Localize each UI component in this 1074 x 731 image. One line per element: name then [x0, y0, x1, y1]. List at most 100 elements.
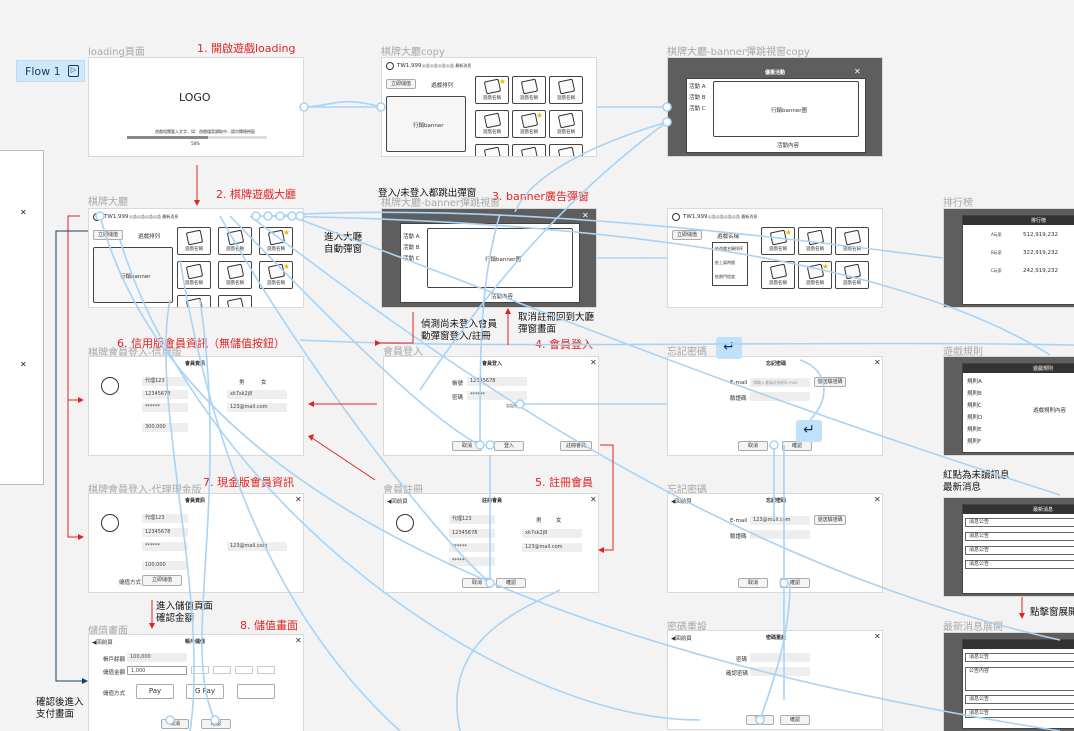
line-id-input[interactable]: xk7sk2j8 — [522, 529, 582, 538]
phone-input[interactable]: 12345678 — [449, 529, 495, 538]
tab-activity-a[interactable]: 活動 A — [403, 234, 420, 240]
close-icon[interactable]: ✕ — [295, 636, 302, 645]
game-tile[interactable]: 遊戲名稱 — [835, 227, 869, 255]
rule-item[interactable]: 規則F — [967, 439, 982, 445]
sort-dropdown[interactable]: 遊戲名稱 — [717, 234, 740, 240]
close-icon[interactable]: ✕ — [854, 67, 861, 76]
game-tile[interactable]: 遊戲名稱★ — [475, 76, 509, 104]
banner-box[interactable]: 行銷banner — [386, 96, 466, 152]
send-code-button[interactable]: 發送驗證碼 — [814, 515, 846, 525]
news-item[interactable]: 消息公告 — [965, 709, 1074, 718]
amount-preset[interactable] — [235, 666, 253, 674]
gender-male[interactable]: 男 — [536, 518, 542, 524]
game-tile[interactable] — [549, 144, 583, 156]
game-tile[interactable]: 遊戲名稱 — [549, 110, 583, 138]
close-icon[interactable]: ✕ — [590, 495, 597, 504]
game-tile[interactable] — [177, 295, 211, 307]
back-link[interactable]: ◀回前頁 — [387, 499, 408, 505]
game-tile[interactable]: 遊戲名稱 — [549, 76, 583, 104]
back-link[interactable]: ◀回前頁 — [671, 499, 692, 505]
banner-box[interactable]: 行銷banner — [93, 247, 173, 303]
sort-option[interactable]: 依上架時間 — [715, 260, 735, 265]
close-icon[interactable]: ✕ — [874, 632, 881, 641]
game-tile[interactable]: 遊戲名稱 — [218, 261, 252, 289]
game-tile[interactable]: 遊戲名稱 — [177, 261, 211, 289]
password-input[interactable]: ****** — [467, 391, 527, 400]
close-icon[interactable]: ✕ — [295, 495, 302, 504]
account-input[interactable]: 12345678 — [467, 377, 527, 386]
game-tile[interactable]: 遊戲名稱★ — [512, 110, 546, 138]
password-input[interactable]: ****** — [449, 543, 495, 552]
topup-button[interactable]: 立即儲值 — [386, 79, 416, 89]
flow-badge[interactable]: Flow 1 ▷ — [16, 60, 85, 82]
close-icon[interactable]: ✕ — [874, 495, 881, 504]
cancel-button[interactable]: 取消 — [161, 719, 189, 729]
game-tile[interactable]: 遊戲名稱 — [761, 261, 795, 289]
forgot-password-link[interactable]: 忘記密碼 — [506, 403, 522, 408]
news-item[interactable]: 消息公告 — [965, 518, 1074, 527]
topup-button[interactable]: 立即儲值 — [672, 230, 702, 240]
confirm-password-input[interactable] — [750, 667, 810, 676]
ranking-header: 排行榜 — [1031, 218, 1047, 224]
back-arrow-button[interactable]: ↵ — [796, 420, 822, 442]
game-tile[interactable]: 遊戲名稱 — [475, 110, 509, 138]
account-input[interactable]: 代理123 — [449, 515, 495, 524]
cancel-button[interactable]: 取消 — [738, 441, 768, 451]
sort-dropdown[interactable]: 遊戲排列 — [431, 83, 454, 89]
amount-preset[interactable] — [191, 666, 209, 674]
email-input[interactable]: 請輸入會員註冊的E-mail — [750, 378, 810, 387]
confirm-password-input[interactable]: ****** — [449, 557, 495, 566]
close-icon[interactable]: ✕ — [590, 358, 597, 367]
rule-item[interactable]: 規則D — [967, 415, 983, 421]
send-code-button[interactable]: 發送驗證碼 — [814, 377, 846, 387]
rule-item[interactable]: 規則B — [967, 391, 982, 397]
code-input[interactable] — [750, 392, 810, 401]
rule-item[interactable]: 規則C — [967, 403, 982, 409]
news-item[interactable]: 消息公告 — [965, 560, 1074, 569]
topup-button[interactable]: 立即儲值 — [142, 575, 182, 586]
game-tile[interactable]: 遊戲名稱★ — [259, 227, 293, 255]
apple-pay-button[interactable]: Pay — [136, 684, 174, 699]
back-link[interactable]: ◀回前頁 — [92, 640, 113, 646]
email-input[interactable]: 123@mail.com — [522, 543, 582, 552]
gender-female[interactable]: 女 — [261, 380, 267, 386]
gender-male[interactable]: 男 — [239, 380, 245, 386]
tab-activity-a[interactable]: 活動 A — [689, 84, 706, 90]
game-tile[interactable]: 遊戲名稱★ — [761, 227, 795, 255]
game-tile[interactable] — [218, 295, 252, 307]
game-tile[interactable] — [512, 144, 546, 156]
news-item[interactable]: 消息公告 — [965, 546, 1074, 555]
tab-activity-c[interactable]: 活動 C — [689, 106, 706, 112]
sort-option[interactable]: 依熱門程度 — [715, 274, 735, 279]
rule-item[interactable]: 規則E — [967, 427, 982, 433]
sort-option[interactable]: 依遊戲名稱排序 — [715, 246, 743, 251]
game-tile[interactable]: 遊戲名稱 — [512, 76, 546, 104]
back-link[interactable]: ◀回前頁 — [671, 636, 692, 642]
confirm-button[interactable]: 確認 — [780, 715, 810, 725]
close-icon[interactable]: ✕ — [582, 211, 589, 220]
amount-input[interactable]: 1,000 — [127, 666, 187, 675]
sort-dropdown[interactable]: 遊戲排列 — [138, 234, 161, 240]
other-pay-button[interactable] — [237, 684, 275, 699]
game-tile[interactable] — [475, 144, 509, 156]
user-id: TW1,999 — [104, 214, 129, 220]
news-item[interactable]: 消息公告 — [965, 532, 1074, 541]
gender-female[interactable]: 女 — [556, 518, 562, 524]
rule-item[interactable]: 規則A — [967, 379, 982, 385]
tab-activity-c[interactable]: 活動 C — [403, 256, 420, 262]
cancel-button[interactable]: 取消 — [738, 578, 768, 588]
tab-activity-b[interactable]: 活動 B — [403, 245, 420, 251]
close-icon[interactable]: ✕ — [874, 358, 881, 367]
game-tile[interactable]: 遊戲名稱 — [798, 227, 832, 255]
game-tile[interactable]: 遊戲名稱 — [177, 227, 211, 255]
amount-preset[interactable] — [213, 666, 231, 674]
amount-preset[interactable] — [257, 666, 275, 674]
news-item[interactable]: 消息公告 — [965, 653, 1074, 662]
confirm-button[interactable]: 確認 — [496, 578, 526, 588]
tab-activity-b[interactable]: 活動 B — [689, 95, 706, 101]
email-input[interactable]: 123@mail.com — [750, 516, 810, 525]
code-input[interactable] — [750, 530, 810, 539]
game-tile[interactable]: 遊戲名稱 — [218, 227, 252, 255]
news-item[interactable]: 消息公告 — [965, 695, 1074, 704]
back-arrow-button[interactable]: ↵ — [716, 337, 742, 359]
